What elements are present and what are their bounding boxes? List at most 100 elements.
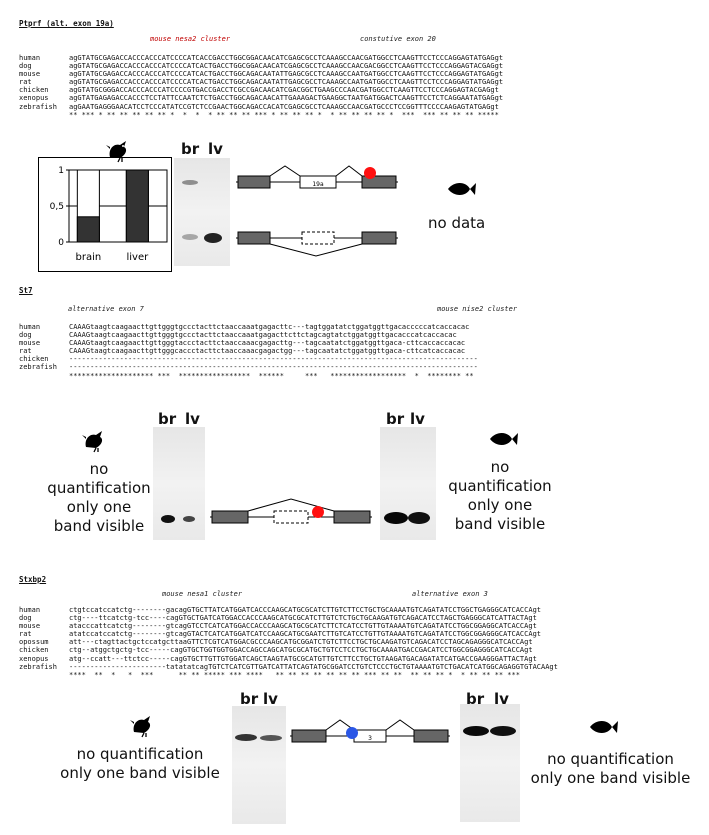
stxbp2-exon-box-label: 3 xyxy=(368,735,372,742)
bird-icon xyxy=(106,141,127,163)
alignment-row: dog CAAAGtaagtcaagaacttgttgggtgccctacttct… xyxy=(19,331,478,339)
st7-gel1-lane-br: br xyxy=(158,410,177,428)
alignment-row: chicken agGTATGCGGGACCACCCACCCATCCCCGTGAC… xyxy=(19,86,503,94)
species-label: chicken xyxy=(19,646,49,655)
sequence-text: agGTATGCGGGACCACCCACCCATCCCCGTGACCGACCTC… xyxy=(69,86,499,95)
sequence-text: ctg----ttcatctg-tcc----cagGTGCTGATCATGGA… xyxy=(69,614,537,623)
sequence-text: atacccattcatctg--------gtcagGTCCTCATCATG… xyxy=(69,622,537,631)
gel-band xyxy=(182,180,198,185)
sequence-text: atg--ccatt---ttctcc-----cagGTGCTTGTTGTGG… xyxy=(69,654,537,663)
species-label: dog xyxy=(19,331,32,340)
st7-cluster-label: mouse nise2 cluster xyxy=(437,305,518,313)
sequence-text: agGTATGAGAGACCACCCTCCTATTCCAATCTCTGACCTG… xyxy=(69,94,504,103)
species-label: zebrafish xyxy=(19,102,57,111)
stxbp2-title: Stxbp2 xyxy=(19,575,47,584)
sequence-text: ----------------------------------------… xyxy=(69,355,478,364)
species-label: mouse xyxy=(19,339,41,348)
stxbp2-gel1-lane-br: br xyxy=(240,690,259,708)
species-label: zebrafish xyxy=(19,363,57,372)
ptprf-alignment: human agGTATGCGAGACCACCCACCCATCCCCATCACCG… xyxy=(19,54,503,119)
species-label: dog xyxy=(19,62,32,71)
st7-left-text: no quantification only one band visible xyxy=(44,460,154,536)
gel-band xyxy=(204,233,222,243)
gel-band xyxy=(384,512,408,524)
stxbp2-gel2-lane-lv: lv xyxy=(494,690,509,708)
species-label: opossum xyxy=(19,638,49,647)
ptprf-title: Ptprf (alt. exon 19a) xyxy=(19,19,114,28)
bird-icon xyxy=(130,716,151,738)
st7-exon-label: alternative exon 7 xyxy=(68,305,144,313)
sequence-text: -----------------------tatatatcagTGTCTCA… xyxy=(69,662,558,671)
fish-icon xyxy=(448,183,476,195)
st7-gel1-lane-lv: lv xyxy=(185,410,200,428)
x-tick-label: liver xyxy=(126,252,149,263)
ptprf-exon-box-label: 19a xyxy=(312,181,324,188)
ptprf-gel xyxy=(174,158,230,266)
alignment-row: mouse CAAAGtaagtcaagaacttgttgggtaccctactt… xyxy=(19,339,478,347)
alignment-row: human agGTATGCGAGACCACCCACCCATCCCCATCACCG… xyxy=(19,54,503,62)
fish-icon xyxy=(590,721,618,733)
species-label: human xyxy=(19,323,41,331)
ptprf-exon-label: constutive exon 20 xyxy=(360,35,436,43)
species-label: zebrafish xyxy=(19,662,57,671)
species-label: chicken xyxy=(19,86,49,95)
x-tick-label: brain xyxy=(76,252,102,263)
alignment-row: human CAAAGtaagtcaagaacttgttgggtgccctactt… xyxy=(19,323,478,331)
st7-gel2-lane-lv: lv xyxy=(410,410,425,428)
stxbp2-right-line-1: no quantification xyxy=(547,750,674,768)
st7-title: St7 xyxy=(19,286,33,295)
ptprf-cluster-label: mouse nesa2 cluster xyxy=(150,35,231,43)
sequence-text: agGTATGCGAGACCACCCACCCATCCCCATCACTGACCTG… xyxy=(69,70,504,79)
stxbp2-gel1-lane-lv: lv xyxy=(263,690,278,708)
sequence-text: CAAAGtaagtcaagaacttgttgggcaccctacttctaac… xyxy=(69,347,466,356)
alignment-row: chicken ---------------------------------… xyxy=(19,355,478,363)
alignment-row: zebrafish agGAATGAGGGAACATCCTCCCATATCCGTC… xyxy=(19,103,503,111)
sequence-text: agGAATGAGGGAACATCCTCCCATATCCGTCTCCGAACTG… xyxy=(69,102,499,111)
gel-band xyxy=(408,512,430,524)
stxbp2-exon-label: alternative exon 3 xyxy=(412,590,488,598)
conservation-row: **** ** * * *** ** ** ***** *** **** ** … xyxy=(19,671,558,679)
alignment-row: mouse agGTATGCGAGACCACCCACCCATCCCCATCACTG… xyxy=(19,70,503,78)
conservation-row: ******************** *** ***************… xyxy=(19,372,478,380)
sequence-text: agGTATGCGAGACCACCCACCCATCCCCATCACCGACCTG… xyxy=(69,54,504,62)
sequence-text: CAAAGtaagtcaagaacttgttgggtgccctacttctaac… xyxy=(69,331,457,340)
stxbp2-right-line-2: only one band visible xyxy=(530,769,691,787)
species-label: human xyxy=(19,606,41,614)
y-tick-label: 1 xyxy=(58,166,64,176)
gel-band xyxy=(260,735,282,741)
species-label: human xyxy=(19,54,41,62)
sequence-text: CAAAGtaagtcaagaacttgttgggtgccctacttctaac… xyxy=(69,323,470,331)
gel-band xyxy=(490,726,516,736)
y-tick-label: 0 xyxy=(58,238,64,248)
species-label: chicken xyxy=(19,355,49,364)
ptprf-gel-lane-lv: lv xyxy=(208,140,223,158)
conservation-stars: **** ** * * *** ** ** ***** *** **** ** … xyxy=(69,670,520,679)
stxbp2-left-line-1: no quantification xyxy=(76,745,204,763)
stxbp2-gel-fish xyxy=(460,704,520,822)
bird-icon xyxy=(82,431,103,453)
conservation-row: ** *** * ** ** ** ** ** * * * * ** ** **… xyxy=(19,111,503,119)
alignment-row: mouse atacccattcatctg--------gtcagGTCCTCA… xyxy=(19,622,558,630)
species-label: mouse xyxy=(19,622,41,631)
species-label: xenopus xyxy=(19,654,49,663)
st7-gel2-lane-br: br xyxy=(386,410,405,428)
st7-exon-diagram xyxy=(210,498,372,524)
species-label: mouse xyxy=(19,70,41,79)
ptprf-no-data: no data xyxy=(428,214,486,232)
st7-gel-fish xyxy=(380,427,436,540)
gel-band xyxy=(183,516,195,522)
alignment-row: zebrafish-------------------------------… xyxy=(19,363,478,371)
stxbp2-gel2-lane-br: br xyxy=(466,690,485,708)
sequence-text: CAAAGtaagtcaagaacttgttgggtaccctacttctaac… xyxy=(69,339,466,348)
stxbp2-left-text: no quantification only one band visible xyxy=(45,745,235,783)
